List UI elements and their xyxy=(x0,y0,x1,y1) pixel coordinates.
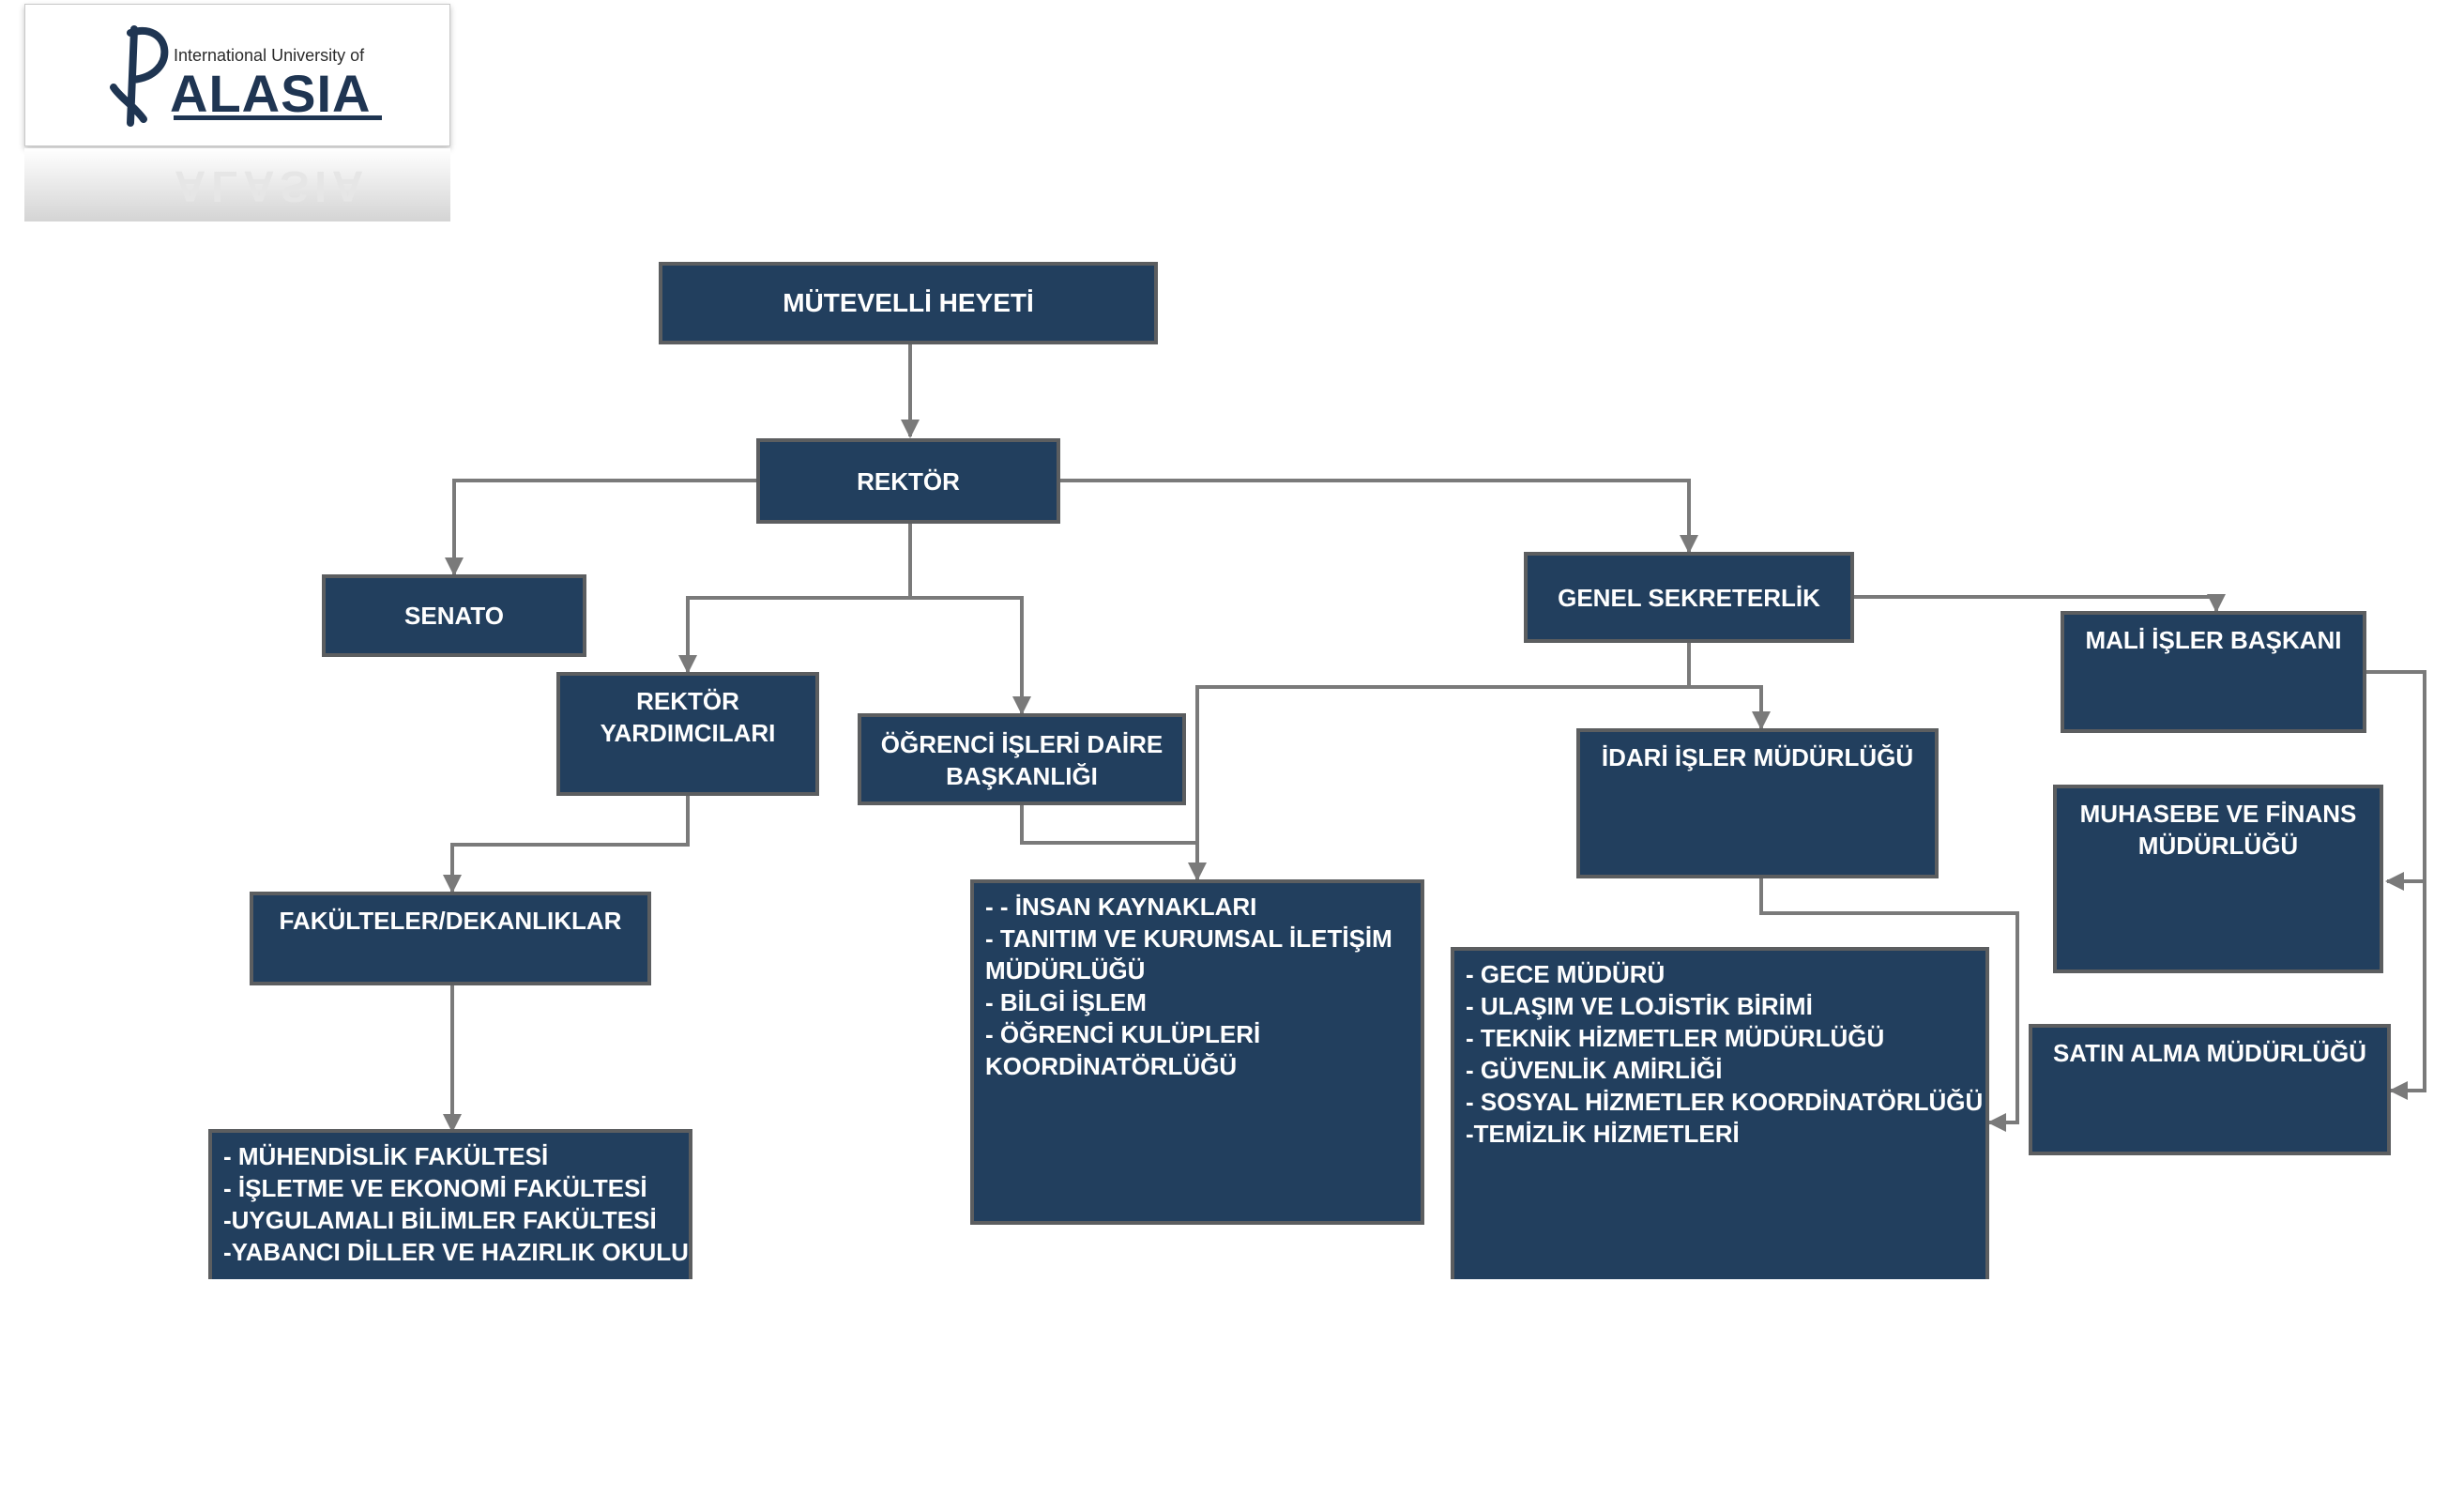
connector-rektor-genel xyxy=(1058,479,1698,554)
list-item: - İŞLETME VE EKONOMİ FAKÜLTESİ xyxy=(223,1174,647,1202)
node-idari-units-list: - GECE MÜDÜRÜ - ULAŞIM VE LOJİSTİK BİRİM… xyxy=(1451,947,1989,1279)
node-senato: SENATO xyxy=(322,574,586,657)
list-item: -UYGULAMALI BİLİMLER FAKÜLTESİ xyxy=(223,1206,657,1234)
node-satin-alma-label: SATIN ALMA MÜDÜRLÜĞÜ xyxy=(2052,1039,2367,1067)
node-muhasebe-line-2: MÜDÜRLÜĞÜ xyxy=(2137,832,2299,860)
logo-reflection-text: ALASIA xyxy=(175,162,370,211)
node-ogrenci-isleri: ÖĞRENCİ İŞLERİ DAİRE BAŞKANLIĞI xyxy=(858,713,1186,805)
node-rektor-yardimcilari: REKTÖR YARDIMCILARI xyxy=(556,672,819,796)
node-rektor: REKTÖR xyxy=(756,438,1060,524)
node-rektor-yardimcilari-line-2: YARDIMCILARI xyxy=(600,719,776,747)
list-item: -TEMİZLİK HİZMETLERİ xyxy=(1466,1120,1740,1148)
node-ogrenci-isleri-line-2: BAŞKANLIĞI xyxy=(946,762,1098,790)
node-mutevelli-heyeti: MÜTEVELLİ HEYETİ xyxy=(659,262,1158,344)
node-genel-units-list: - - İNSAN KAYNAKLARI - TANITIM VE KURUMS… xyxy=(970,879,1424,1225)
node-genel-sekreterlik-label: GENEL SEKRETERLİK xyxy=(1558,583,1820,612)
node-mali-isler-baskani: MALİ İŞLER BAŞKANI xyxy=(2061,611,2366,733)
node-ogrenci-isleri-line-1: ÖĞRENCİ İŞLERİ DAİRE xyxy=(880,730,1164,758)
connector-rektor-yardimcilari xyxy=(678,522,912,674)
connector-ogrenci-units xyxy=(1020,805,1197,845)
list-item: - BİLGİ İŞLEM xyxy=(985,988,1147,1016)
list-item: - TEKNİK HİZMETLER MÜDÜRLÜĞÜ xyxy=(1466,1024,1885,1052)
node-muhasebe-line-1: MUHASEBE VE FİNANS xyxy=(2079,800,2357,828)
connector-rektor-senato xyxy=(445,479,758,576)
list-item: - GÜVENLİK AMİRLİĞİ xyxy=(1466,1056,1723,1084)
list-item: - MÜHENDİSLİK FAKÜLTESİ xyxy=(223,1142,549,1170)
node-faculties-list: - MÜHENDİSLİK FAKÜLTESİ - İŞLETME VE EKO… xyxy=(208,1129,692,1279)
connector-yardimcilari-fakulteler xyxy=(443,796,690,893)
node-mutevelli-heyeti-label: MÜTEVELLİ HEYETİ xyxy=(783,288,1034,317)
list-item: - - İNSAN KAYNAKLARI xyxy=(985,893,1257,921)
connector-idari-units xyxy=(1759,878,2019,1132)
logo-underline xyxy=(174,115,382,120)
list-item: -YABANCI DİLLER VE HAZIRLIK OKULU xyxy=(223,1238,689,1266)
list-item: - ÖĞRENCİ KULÜPLERİ xyxy=(985,1020,1261,1048)
node-idari-isler-label: İDARİ İŞLER MÜDÜRLÜĞÜ xyxy=(1601,743,1914,771)
node-fakulteler: FAKÜLTELER/DEKANLIKLAR xyxy=(250,892,651,985)
node-rektor-label: REKTÖR xyxy=(857,466,960,496)
list-item: - ULAŞIM VE LOJİSTİK BİRİMİ xyxy=(1466,992,1813,1020)
list-item: KOORDİNATÖRLÜĞÜ xyxy=(985,1052,1238,1080)
logo-wordmark: ALASIA xyxy=(170,64,372,123)
node-senato-label: SENATO xyxy=(404,602,504,630)
node-mali-isler-label: MALİ İŞLER BAŞKANI xyxy=(2085,626,2342,654)
node-rektor-yardimcilari-line-1: REKTÖR xyxy=(636,687,739,715)
list-item: - SOSYAL HİZMETLER KOORDİNATÖRLÜĞÜ xyxy=(1466,1088,1984,1116)
connector-genel-mali xyxy=(1854,594,2226,613)
logo-small-text: International University of xyxy=(174,46,365,65)
list-item: MÜDÜRLÜĞÜ xyxy=(985,956,1146,985)
node-fakulteler-label: FAKÜLTELER/DEKANLIKLAR xyxy=(279,907,622,935)
list-item: - TANITIM VE KURUMSAL İLETİŞİM xyxy=(985,924,1392,953)
node-genel-sekreterlik: GENEL SEKRETERLİK xyxy=(1524,552,1854,643)
connector-rektor-ogrenci xyxy=(910,596,1031,715)
university-logo: International University of ALASIA xyxy=(24,4,450,146)
node-satin-alma: SATIN ALMA MÜDÜRLÜĞÜ xyxy=(2029,1024,2391,1155)
logo-reflection: ALASIA xyxy=(24,148,450,221)
list-item: - GECE MÜDÜRÜ xyxy=(1466,960,1665,988)
connector-genel-idari xyxy=(1689,685,1771,730)
node-idari-isler: İDARİ İŞLER MÜDÜRLÜĞÜ xyxy=(1576,728,1939,878)
node-muhasebe-finans: MUHASEBE VE FİNANS MÜDÜRLÜĞÜ xyxy=(2053,785,2383,973)
logo-p-mark-icon xyxy=(110,25,169,127)
connector-genel-units xyxy=(1188,643,1691,881)
